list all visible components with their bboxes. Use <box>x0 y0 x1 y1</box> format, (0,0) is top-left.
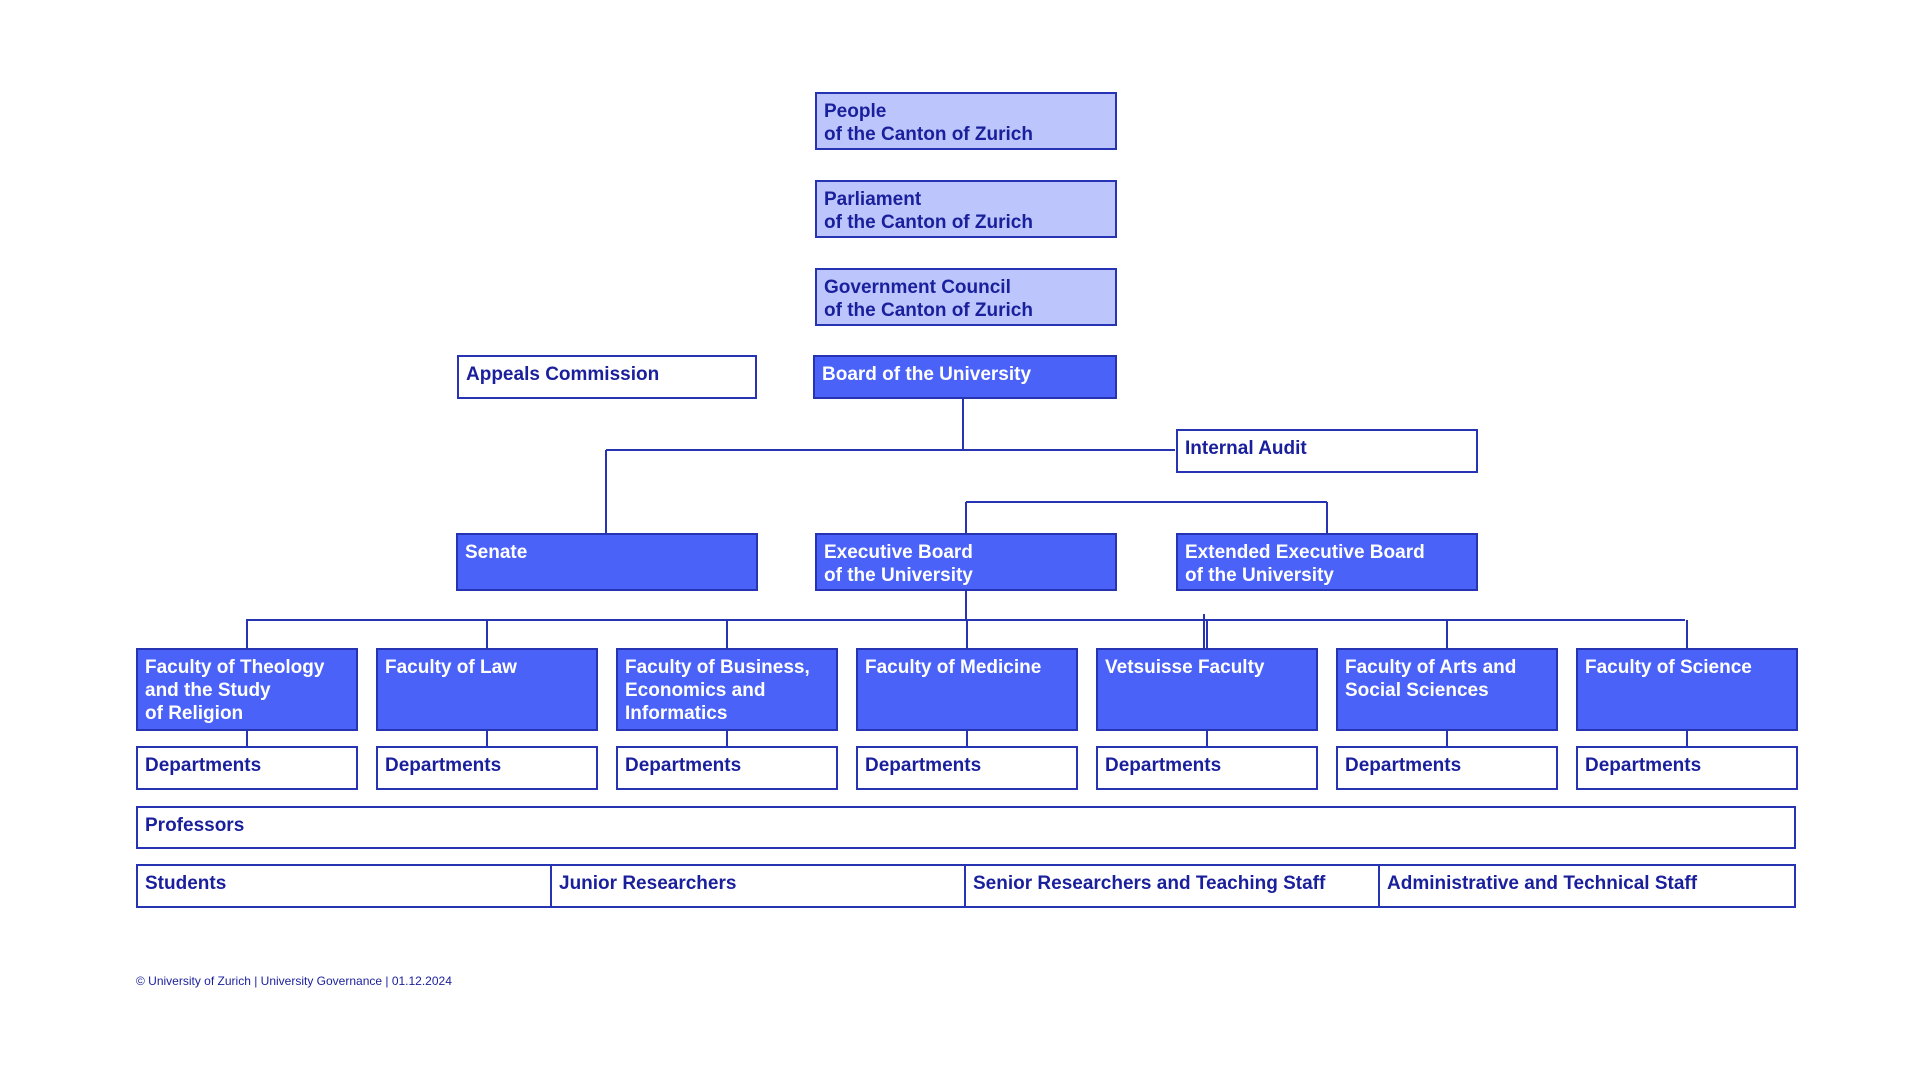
administrative-staff-box: Administrative and Technical Staff <box>1378 864 1796 908</box>
students-box: Students <box>136 864 552 908</box>
faculty-theology-line-1: Faculty of Theology <box>145 657 325 678</box>
government-line-2: of the Canton of Zurich <box>824 300 1033 321</box>
faculty-business-line-1: Faculty of Business, <box>625 657 810 678</box>
extended-line-1: Extended Executive Board <box>1185 542 1425 563</box>
extended-line-2: of the University <box>1185 565 1334 586</box>
extended-executive-board-box: Extended Executive Board of the Universi… <box>1176 533 1478 591</box>
faculty-vetsuisse-line-1: Vetsuisse Faculty <box>1105 657 1265 678</box>
departments-law-box: Departments <box>376 746 598 790</box>
people-line-1: People <box>824 101 887 122</box>
departments-medicine-box: Departments <box>856 746 1078 790</box>
government-council-box: Government Council of the Canton of Zuri… <box>815 268 1117 326</box>
senior-researchers-box: Senior Researchers and Teaching Staff <box>964 864 1380 908</box>
government-line-1: Government Council <box>824 277 1011 298</box>
departments-science-box: Departments <box>1576 746 1798 790</box>
executive-board-box: Executive Board of the University <box>815 533 1117 591</box>
departments-theology-box: Departments <box>136 746 358 790</box>
faculty-theology-line-3: of Religion <box>145 703 244 724</box>
faculty-business-line-2: Economics and <box>625 680 766 701</box>
executive-line-1: Executive Board <box>824 542 973 563</box>
faculty-arts-line-2: Social Sciences <box>1345 680 1489 701</box>
faculty-vetsuisse-box: Vetsuisse Faculty <box>1096 648 1318 731</box>
footer-copyright: © University of Zurich | University Gove… <box>136 974 452 988</box>
professors-box: Professors <box>136 806 1796 849</box>
parliament-box: Parliament of the Canton of Zurich <box>815 180 1117 238</box>
junior-researchers-box: Junior Researchers <box>550 864 966 908</box>
faculty-science-box: Faculty of Science <box>1576 648 1798 731</box>
faculty-business-line-3: Informatics <box>625 703 728 724</box>
faculty-medicine-box: Faculty of Medicine <box>856 648 1078 731</box>
appeals-commission-box: Appeals Commission <box>457 355 757 399</box>
faculty-medicine-line-1: Faculty of Medicine <box>865 657 1042 678</box>
departments-business-box: Departments <box>616 746 838 790</box>
board-of-university-box: Board of the University <box>813 355 1117 399</box>
departments-arts-box: Departments <box>1336 746 1558 790</box>
faculty-law-box: Faculty of Law <box>376 648 598 731</box>
people-box: People of the Canton of Zurich <box>815 92 1117 150</box>
parliament-line-1: Parliament <box>824 189 922 210</box>
faculty-science-line-1: Faculty of Science <box>1585 657 1752 678</box>
senate-box: Senate <box>456 533 758 591</box>
faculty-law-line-1: Faculty of Law <box>385 657 517 678</box>
people-line-2: of the Canton of Zurich <box>824 124 1033 145</box>
internal-audit-box: Internal Audit <box>1176 429 1478 473</box>
faculty-theology-line-2: and the Study <box>145 680 271 701</box>
departments-vetsuisse-box: Departments <box>1096 746 1318 790</box>
parliament-line-2: of the Canton of Zurich <box>824 212 1033 233</box>
executive-line-2: of the University <box>824 565 973 586</box>
faculty-arts-line-1: Faculty of Arts and <box>1345 657 1517 678</box>
